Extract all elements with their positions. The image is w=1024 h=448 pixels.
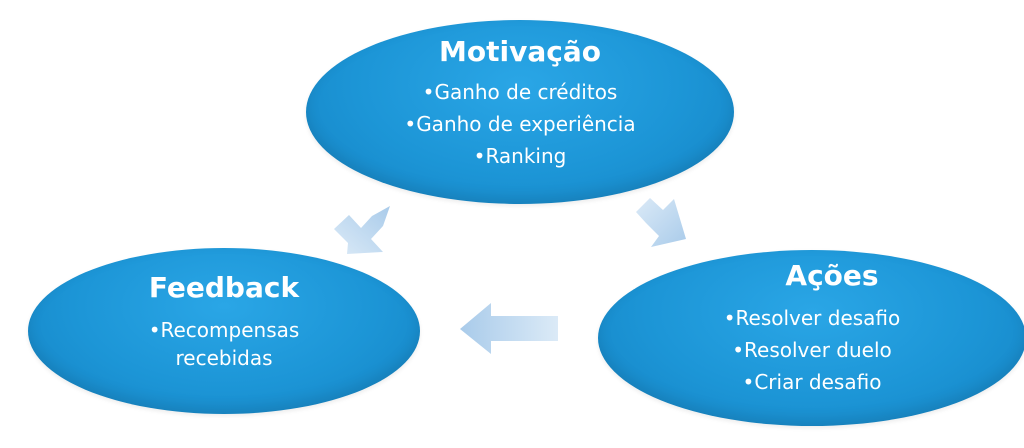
node-item-list: Recompensas recebidas — [149, 316, 300, 372]
node-title: Feedback — [148, 271, 300, 304]
node-item: Recompensas — [149, 316, 300, 344]
node-item: Ranking — [404, 140, 635, 172]
node-item: Criar desafio — [724, 366, 901, 398]
arrow-motivacao-to-acoes — [636, 198, 686, 247]
arrow-feedback-to-motivacao — [334, 206, 390, 254]
arrow-acoes-to-feedback — [460, 303, 558, 354]
node-item: Resolver desafio — [724, 302, 901, 334]
node-item-list: Resolver desafio Resolver duelo Criar de… — [724, 302, 901, 398]
node-acoes: Ações Resolver desafio Resolver duelo Cr… — [598, 250, 1024, 426]
node-title: Motivação — [439, 35, 601, 68]
node-feedback: Feedback Recompensas recebidas — [28, 248, 420, 414]
node-item: Ganho de experiência — [404, 108, 635, 140]
node-item-continuation: recebidas — [175, 346, 273, 370]
node-item-list: Ganho de créditos Ganho de experiência R… — [404, 76, 635, 172]
node-motivacao: Motivação Ganho de créditos Ganho de exp… — [306, 20, 734, 204]
node-title: Ações — [785, 259, 879, 292]
node-item: Resolver duelo — [724, 334, 901, 366]
node-item: Ganho de créditos — [404, 76, 635, 108]
